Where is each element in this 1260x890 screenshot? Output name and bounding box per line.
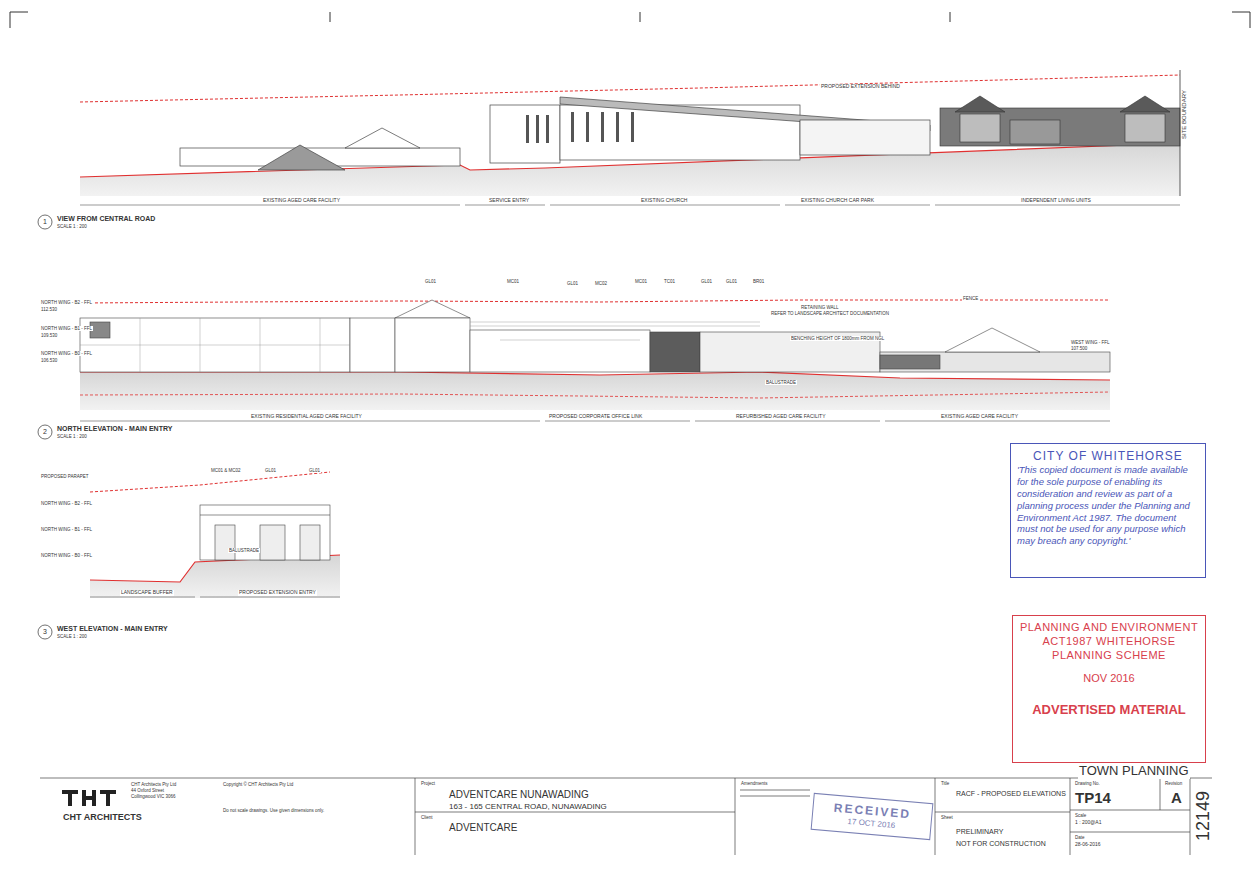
drawing-label: BALUSTRADE (228, 548, 260, 553)
drawing-label: SCALE 1 : 200 (56, 634, 88, 639)
drawing-label: Sheet (940, 815, 954, 820)
drawing-label: WEST ELEVATION - MAIN ENTRY (56, 625, 169, 633)
drawing-label: GL01 (264, 468, 277, 473)
drawing-label: MC01 & MC02 (210, 468, 242, 473)
drawing-label: RETAINING WALL (800, 305, 840, 310)
drawing-label: BENCHING HEIGHT OF 1800mm FROM NGL (790, 336, 885, 341)
drawing-label: CHT ARCHITECTS (62, 812, 143, 822)
drawing-label: MC01 (634, 279, 648, 284)
drawing-label: SCALE 1 : 200 (56, 434, 88, 439)
drawing-label: PROPOSED CORPORATE OFFICE LINK (548, 414, 643, 420)
drawing-label: EXISTING CHURCH (640, 198, 688, 204)
drawing-label: Amendments (740, 781, 769, 786)
drawing-label: NORTH WING - B1 - FFL (40, 527, 93, 532)
drawing-label: GL01 (566, 281, 579, 286)
drawing-label: A (1170, 789, 1183, 806)
drawing-label: MC02 (594, 281, 608, 286)
drawing-label: EXISTING RESIDENTIAL AGED CARE FACILITY (250, 414, 363, 420)
drawing-label: EXISTING AGED CARE FACILITY (940, 414, 1019, 420)
drawing-label: NORTH WING - B0 - FFL (40, 351, 93, 356)
drawing-label: CHT Architects Pty Ltd (130, 782, 177, 787)
drawing-label: Drawing No. (1074, 781, 1101, 786)
drawing-label: PROPOSED PARAPET (40, 474, 89, 479)
drawing-label: 12149 (1193, 790, 1214, 842)
planning-stamp: PLANNING AND ENVIRONMENT ACT1987 WHITEHO… (1012, 615, 1206, 763)
drawing-label: NORTH WING - B2 - FFL (40, 300, 93, 305)
drawing-label: 107.500 (1070, 346, 1088, 351)
stamp-text: CITY OF WHITEHORSE (1017, 449, 1199, 464)
drawing-label: TC01 (663, 279, 676, 284)
stamp-text: 'This copied document is made available … (1017, 464, 1199, 547)
drawing-label: Project (420, 781, 436, 786)
drawing-label: TP14 (1074, 789, 1112, 806)
drawing-label: SITE BOUNDARY (1181, 89, 1188, 140)
drawing-label: NORTH ELEVATION - MAIN ENTRY (56, 425, 173, 433)
drawing-label: 109.530 (40, 333, 58, 338)
drawing-label: PROPOSED EXTENSION BEHIND (820, 84, 901, 90)
drawing-label: NOT FOR CONSTRUCTION (955, 840, 1047, 848)
drawing-label: Date (1074, 835, 1086, 840)
drawing-label: PROPOSED EXTENSION ENTRY (238, 590, 317, 596)
drawing-label: BALUSTRADE (765, 380, 797, 385)
drawing-label: INDEPENDENT LIVING UNITS (1020, 198, 1092, 204)
drawing-label: WEST WING - FFL (1070, 340, 1110, 345)
drawing-label: BR01 (752, 279, 765, 284)
drawing-label: Scale (1074, 813, 1087, 818)
received-stamp: RECEIVED17 OCT 2016 (811, 793, 934, 840)
drawing-label: Title (940, 781, 950, 786)
drawing-label: 163 - 165 CENTRAL ROAD, NUNAWADING (448, 802, 608, 811)
drawing-label: RACF - PROPOSED ELEVATIONS (955, 790, 1067, 798)
drawing-label: PRELIMINARY (955, 828, 1004, 836)
drawing-label: SCALE 1 : 200 (56, 224, 88, 229)
drawing-label: 1 : 200@A1 (1074, 820, 1102, 826)
stamp-text: ADVERTISED MATERIAL (1019, 702, 1199, 718)
drawing-label: VIEW FROM CENTRAL ROAD (56, 215, 156, 223)
drawing-label: Do not scale drawings. Use given dimensi… (222, 808, 325, 813)
drawing-label: EXISTING CHURCH CAR PARK (800, 198, 875, 204)
drawing-label: 44 Oxford Street (130, 788, 165, 793)
drawing-label: 3 (42, 628, 48, 636)
drawing-label: Collingwood VIC 3066 (130, 794, 177, 799)
drawing-label: GL01 (424, 279, 437, 284)
drawing-label: GL01 (725, 279, 738, 284)
drawing-label: SERVICE ENTRY (488, 198, 530, 204)
drawing-label: GL01 (700, 279, 713, 284)
drawing-label: Revision (1164, 781, 1183, 786)
drawing-label: ADVENTCARE NUNAWADING (448, 789, 590, 801)
copyright-stamp: CITY OF WHITEHORSE'This copied document … (1010, 443, 1206, 578)
drawing-label: NORTH WING - B2 - FFL (40, 501, 93, 506)
drawing-label: 2 (42, 428, 48, 436)
drawing-label: EXISTING AGED CARE FACILITY (262, 198, 341, 204)
drawing-label: 1 (42, 218, 48, 226)
drawing-label: FENCE (962, 296, 979, 301)
drawing-label: NORTH WING - B1 - FFL (40, 326, 93, 331)
stamp-text: PLANNING AND ENVIRONMENT ACT1987 WHITEHO… (1019, 621, 1199, 662)
drawing-label: TOWN PLANNING (1078, 764, 1190, 779)
drawing-label: MC01 (506, 279, 520, 284)
drawing-label: 112.530 (40, 307, 58, 312)
drawing-label: 106.530 (40, 358, 58, 363)
drawing-label: Copyright © CHT Architects Pty Ltd (222, 782, 294, 787)
drawing-label: Client (420, 815, 434, 820)
drawing-label: GL01 (308, 468, 321, 473)
drawing-label: NORTH WING - B0 - FFL (40, 553, 93, 558)
drawing-label: ADVENTCARE (448, 822, 518, 834)
drawing-label: REFER TO LANDSCAPE ARCHITECT DOCUMENTATI… (770, 311, 890, 316)
stamp-text: NOV 2016 (1019, 672, 1199, 686)
drawing-label: LANDSCAPE BUFFER (120, 590, 174, 596)
drawing-label: REFURBISHED AGED CARE FACILITY (735, 414, 826, 420)
drawing-label: 28-06-2016 (1074, 842, 1102, 848)
